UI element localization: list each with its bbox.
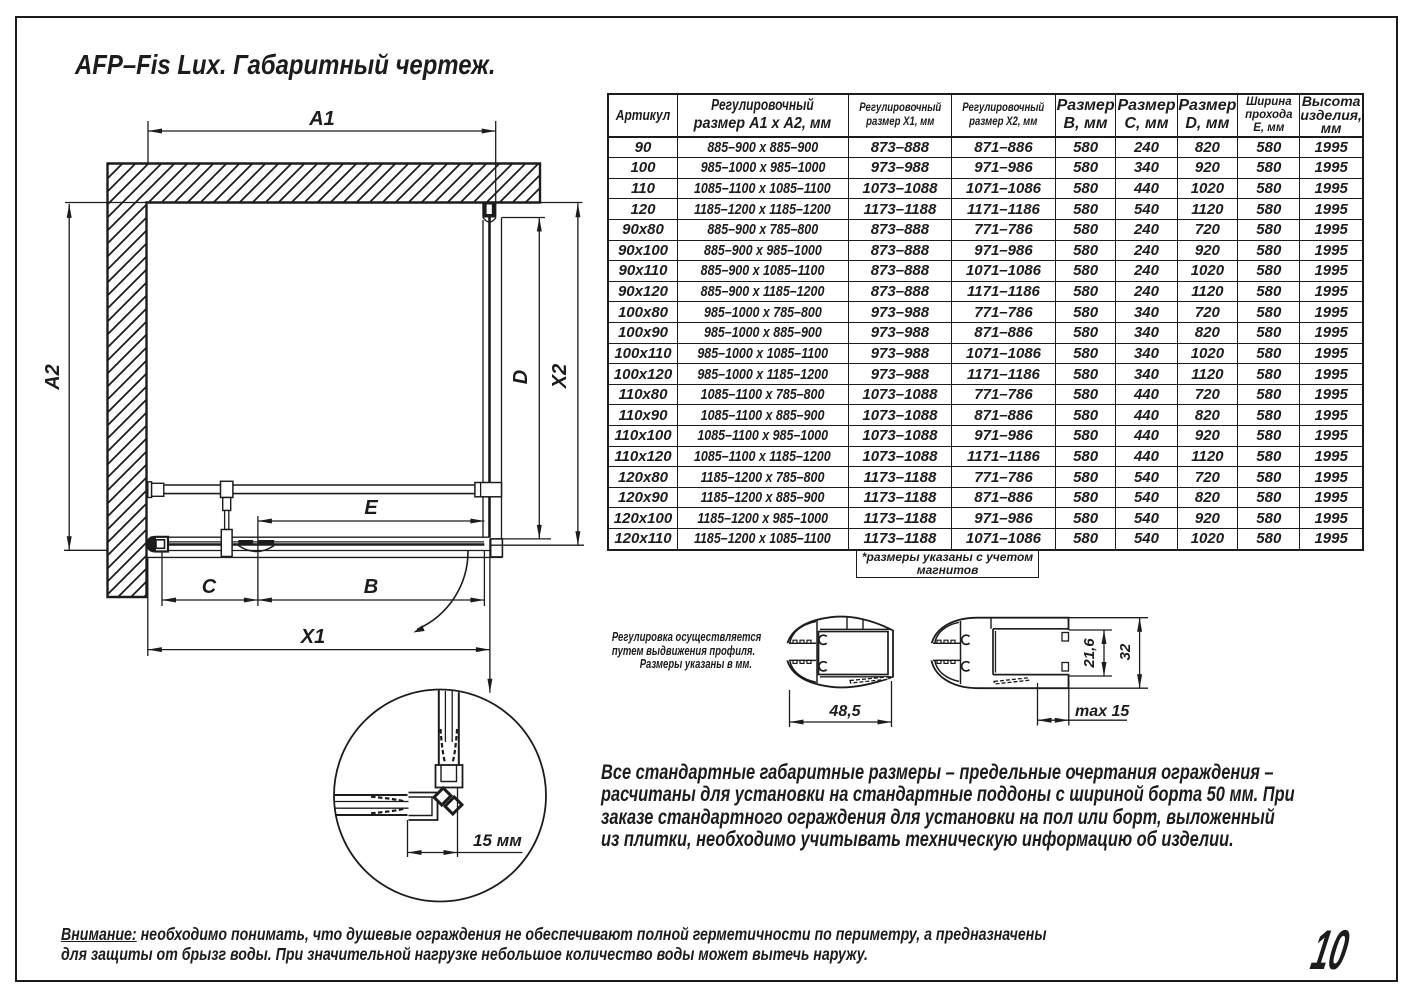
svg-text:21,6: 21,6 [1081, 638, 1098, 669]
svg-text:A2: A2 [42, 364, 64, 391]
svg-text:A1: A1 [308, 108, 335, 130]
svg-text:48,5: 48,5 [828, 703, 861, 720]
svg-text:max 15: max 15 [1075, 703, 1130, 720]
svg-text:D: D [510, 370, 532, 384]
svg-text:X2: X2 [549, 364, 571, 389]
svg-text:15 мм: 15 мм [473, 831, 522, 850]
svg-text:X1: X1 [300, 626, 325, 648]
svg-text:E: E [364, 497, 378, 519]
svg-text:C: C [202, 576, 217, 598]
svg-text:32: 32 [1117, 643, 1134, 660]
svg-text:B: B [364, 576, 378, 598]
